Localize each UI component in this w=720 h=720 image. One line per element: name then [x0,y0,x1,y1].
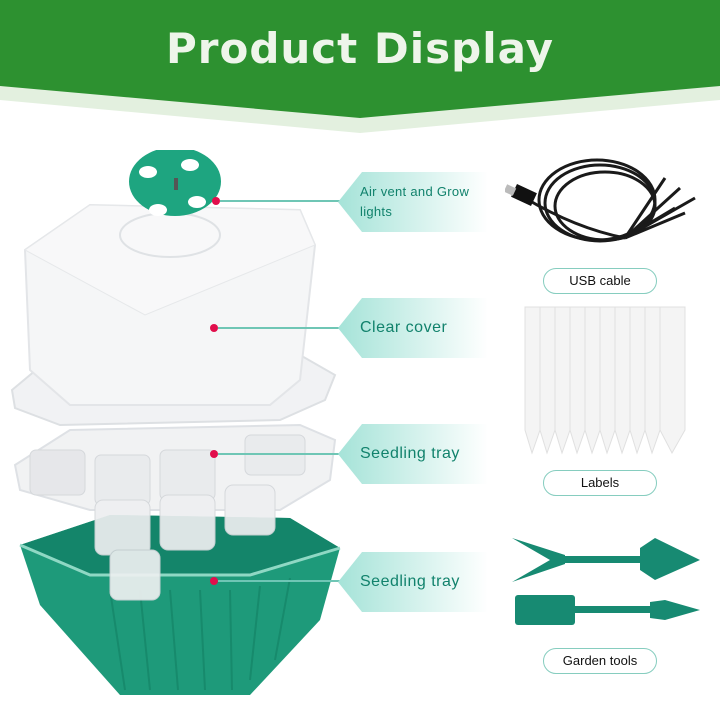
callout-clear-cover: Clear cover [338,298,488,358]
header-banner: Product Display [0,0,720,140]
accessory-label-usb-cable: USB cable [543,268,657,294]
callout-label: Seedling tray [360,573,460,590]
callout-label: Air vent and Grow [360,184,470,199]
page-title: Product Display [165,24,555,73]
clear-seedling-tray-icon [13,423,337,601]
callout-seedling-tray-clear: Seedling tray [338,424,488,484]
clear-tray-marker-dot [210,450,218,458]
garden-tools-icon [512,538,700,625]
banner-shape [0,0,720,133]
green-tray-marker-dot [210,577,218,585]
seed-starter-kit-image [10,150,341,695]
callout-label: Clear cover [360,319,448,336]
accessory-label-garden-tools: Garden tools [543,648,657,674]
vent-leader-line [220,200,344,202]
accessory-label-labels: Labels [543,470,657,496]
cover-marker-dot [210,324,218,332]
vent-cap-icon [129,150,221,216]
green-tray-leader-line [218,580,344,582]
callout-seedling-tray-green: Seedling tray [338,552,488,612]
clear-cover-icon [10,203,337,427]
callout-label-line2: lights [360,204,393,219]
callout-air-vent: Air vent and Grow lights [338,172,488,232]
callout-label: Seedling tray [360,445,460,462]
cover-leader-line [218,327,344,329]
clear-tray-leader-line [218,453,344,455]
vent-marker-dot [212,197,220,205]
usb-cable-icon [505,158,696,243]
plant-labels-icon [524,306,686,455]
